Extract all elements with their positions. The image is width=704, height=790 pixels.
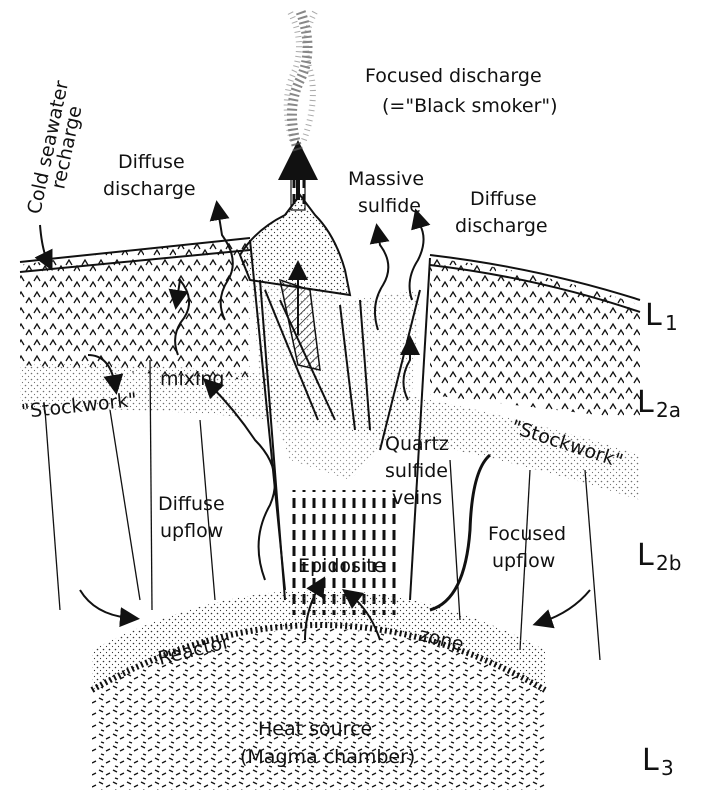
svg-text:2a: 2a: [656, 398, 681, 422]
focused-discharge-label: Focused discharge: [365, 65, 542, 87]
svg-text:1: 1: [665, 311, 678, 335]
diffuse-upflow-label-1: Diffuse: [158, 493, 225, 515]
layer-label-l2a: L 2a: [637, 385, 681, 422]
diffuse-upflow-label-2: upflow: [160, 520, 223, 542]
black-smoker-label: (="Black smoker"): [382, 95, 558, 117]
quartz-label-1: Quartz: [385, 433, 449, 455]
massive-sulfide-label-2: sulfide: [358, 195, 421, 217]
diffuse-discharge-right-label-2: discharge: [455, 215, 548, 237]
svg-text:3: 3: [661, 756, 674, 780]
magma-chamber-label: (Magma chamber): [240, 746, 415, 768]
focused-upflow-label-1: Focused: [488, 523, 566, 545]
diffuse-discharge-left-label-1: Diffuse: [118, 151, 185, 173]
layer-label-l3: L 3: [642, 743, 674, 780]
heat-source-label: Heat source: [258, 718, 372, 740]
svg-text:L: L: [637, 538, 654, 573]
layer-label-l1: L 1: [645, 298, 678, 335]
quartz-label-3: veins: [392, 487, 442, 509]
focused-upflow-label-2: upflow: [492, 550, 555, 572]
layer-label-l2b: L 2b: [637, 538, 681, 575]
svg-text:L: L: [645, 298, 662, 333]
massive-sulfide-label-1: Massive: [348, 168, 424, 190]
black-smoker-plume: [287, 10, 315, 150]
quartz-label-2: sulfide: [385, 460, 448, 482]
svg-text:L: L: [642, 743, 659, 778]
mixing-label: mixing: [160, 368, 224, 390]
epidosite-label: Epidosite: [298, 555, 385, 577]
svg-text:L: L: [637, 385, 654, 420]
diffuse-discharge-left-label-2: discharge: [103, 178, 196, 200]
diffuse-discharge-right-label-1: Diffuse: [470, 188, 537, 210]
svg-text:2b: 2b: [656, 551, 681, 575]
